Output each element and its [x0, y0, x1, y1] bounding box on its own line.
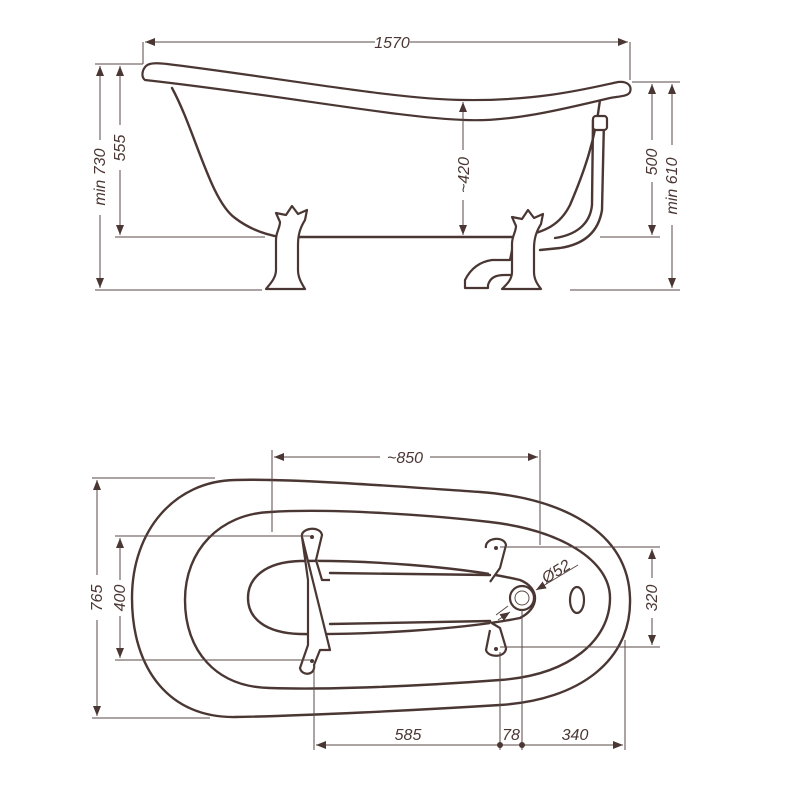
side-view: 1570 min 730 555 ~420 500 min 610	[92, 35, 681, 291]
drain-inner	[514, 590, 530, 606]
dim-foot-spacing-length: ~850	[387, 450, 423, 467]
dim-rear-feet-spacing: 320	[644, 585, 661, 612]
right-foot	[500, 208, 545, 291]
overflow	[568, 585, 586, 615]
dim-front-feet-spacing: 400	[112, 585, 129, 612]
dim-width: 765	[89, 585, 106, 612]
top-view: Ø52 ~850 765 400 320 585 78 340	[89, 450, 661, 750]
waste-pipe	[538, 118, 606, 252]
dim-drain-diameter: Ø52	[538, 557, 574, 588]
drain	[508, 584, 536, 612]
foot-plates	[298, 527, 508, 675]
dim-length: 1570	[374, 35, 410, 52]
basin-floor	[246, 559, 537, 636]
dim-foot-end-total: min 610	[664, 157, 681, 214]
dim-feet-to-drain-a: 585	[395, 727, 422, 744]
dim-feet-to-drain-b: 78	[502, 727, 520, 744]
left-foot	[264, 204, 309, 291]
tub-rim	[141, 62, 632, 122]
outer-rim	[130, 478, 632, 719]
dim-total-height: min 730	[92, 148, 109, 205]
dim-foot-end-height: 500	[644, 149, 661, 176]
dim-inner-depth: ~420	[456, 157, 473, 193]
dim-drain-to-end: 340	[562, 727, 589, 744]
overflow-cap	[591, 114, 609, 132]
dim-rim-height: 555	[112, 135, 129, 162]
